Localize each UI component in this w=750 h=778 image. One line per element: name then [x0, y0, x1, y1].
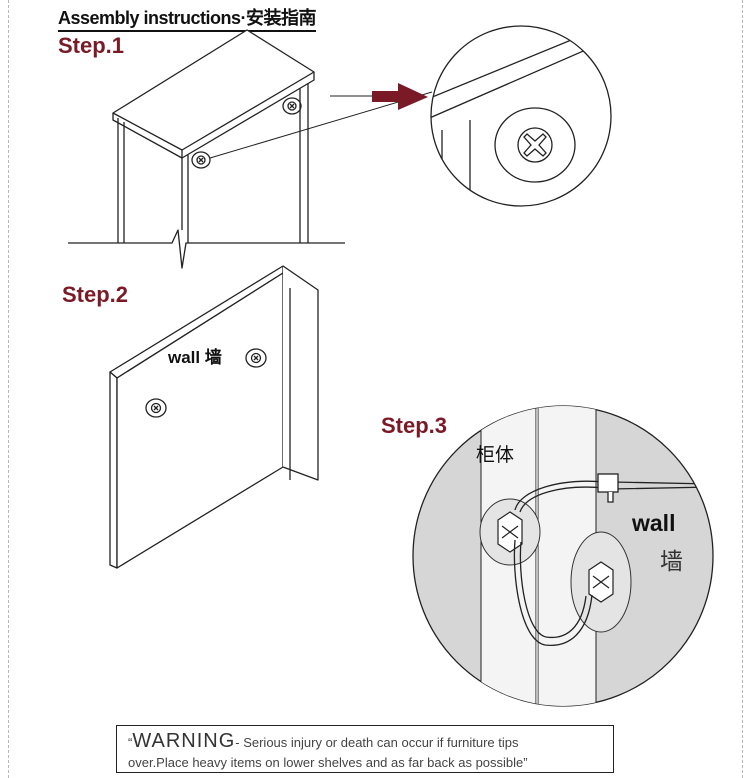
screw-icon: [191, 151, 211, 169]
step3-wall-label: wall: [632, 510, 676, 536]
warning-title: WARNING: [132, 730, 236, 752]
step1-table-drawing: [68, 29, 433, 269]
screw-icon: [282, 97, 302, 115]
step3-zoom-circle: [412, 405, 714, 707]
screw-icon: [245, 348, 267, 368]
warning-text-line2: over.Place heavy items on lower shelves …: [128, 755, 528, 770]
step3-cabinet-label: 柜体: [476, 445, 515, 466]
page-title: Assembly instructions·安装指南: [58, 4, 317, 32]
warning-box: [116, 725, 614, 773]
cable-tie-icon: [513, 473, 713, 646]
warning-text-line1: - Serious injury or death can occur if f…: [235, 735, 519, 750]
frame-left-border: [8, 0, 9, 778]
page-title-text: Assembly instructions·安装指南: [58, 8, 317, 28]
warning-line1: “WARNING- Serious injury or death can oc…: [128, 730, 519, 753]
warning-quote-open: “: [128, 735, 133, 750]
arrow-right-icon: [372, 83, 428, 110]
step2-wall-drawing: [109, 265, 319, 569]
step3-label: Step.3: [381, 413, 448, 438]
step2-label: Step.2: [62, 282, 129, 307]
screw-icon: [145, 398, 167, 418]
step1-zoom-circle: [430, 25, 612, 207]
step1-label: Step.1: [58, 33, 125, 58]
warning-line2: over.Place heavy items on lower shelves …: [128, 755, 528, 770]
step2-wall-label: wall 墙: [168, 348, 222, 367]
step3-wall-cn-label: 墙: [660, 548, 683, 574]
title-underline: [58, 30, 317, 32]
frame-right-border: [742, 0, 743, 778]
